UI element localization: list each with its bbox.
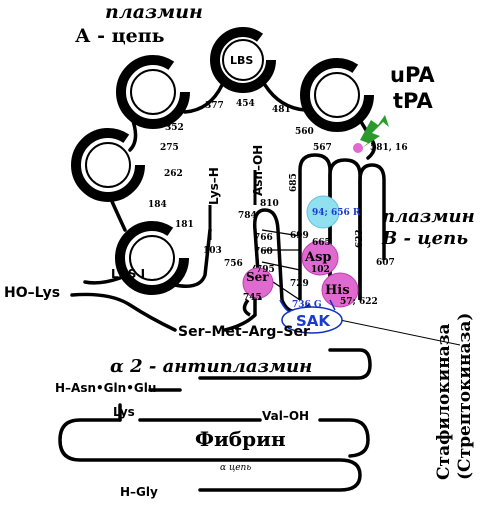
cleavage-site-marker — [353, 143, 363, 153]
asp-residue-label: Asp — [304, 250, 332, 265]
binding-r-label: 94; 656 R — [312, 208, 361, 218]
asp-number-label: 102 — [311, 265, 330, 275]
val-oh-label: Val–OH — [262, 409, 309, 423]
residue-number: 567 — [313, 143, 332, 153]
lbs-top-label: LBS — [230, 54, 253, 67]
residue-number: 560 — [295, 127, 314, 137]
residue-number: 795 — [256, 265, 275, 275]
streptokinase-label: (Стрептокиназа) — [455, 313, 475, 480]
residue-number: 377 — [205, 101, 224, 111]
active-site-residues — [242, 143, 363, 308]
residue-number: 756 — [224, 259, 243, 269]
residue-number: 275 — [160, 143, 179, 153]
h-asn-gln-glu-label: H–Asn•Gln•Glu — [55, 381, 156, 395]
alpha2-antiplasmin-label: α 2 - антиплазмин — [110, 356, 312, 377]
lys-label: Lys — [113, 405, 135, 419]
kringle-4 — [115, 221, 189, 295]
residue-number: 181 — [175, 220, 194, 230]
upa-label: uPA — [390, 63, 435, 87]
residue-number: 810 — [260, 199, 279, 209]
residue-number: 760 — [254, 247, 273, 257]
kringle-2 — [116, 55, 190, 129]
residue-number: 103 — [203, 246, 222, 256]
ho-lys-label: HO–Lys — [4, 285, 60, 301]
residue-number: 454 — [236, 99, 255, 109]
binding-site-r-marker — [306, 195, 340, 229]
cleavage-arrow-icon — [360, 115, 389, 148]
asp-residue-marker — [301, 240, 339, 276]
tpa-label: tPA — [393, 89, 434, 113]
plasmin-b-title: плазмин — [382, 206, 475, 227]
plasmin-a-chain: А - цепь — [75, 25, 165, 47]
lys-h-label: Lys–H — [207, 167, 221, 205]
kringle-lbs — [210, 27, 276, 93]
n-terminal-peptide — [70, 292, 257, 332]
h-gly-label: H–Gly — [120, 485, 158, 499]
residue-number: 766 — [254, 233, 273, 243]
residue-number: 184 — [148, 200, 167, 210]
ser-residue-label: Ser — [246, 270, 269, 284]
residue-number: 623 — [355, 229, 365, 248]
residue-number: 262 — [164, 169, 183, 179]
his-number-label: 57; 622 — [340, 297, 378, 307]
residue-number: 699 — [290, 231, 309, 241]
residue-number: 685 — [289, 173, 299, 192]
kringle-5 — [300, 58, 374, 132]
a-chain-backbone — [83, 83, 376, 288]
staphylokinase-label: Стафилокиназа — [434, 323, 454, 480]
ser-number-label: 745 — [243, 293, 262, 303]
ser-met-arg-ser-label: Ser–Met–Arg–Ser — [178, 324, 310, 340]
residue-number: 784 — [238, 211, 257, 221]
alpha-chain-label: α цепь — [220, 463, 251, 473]
residue-number: 729 — [290, 279, 309, 289]
antiplasmin-fibrin-chain — [58, 348, 372, 492]
asn-oh-label: Asn–OH — [251, 145, 265, 196]
residue-number: 352 — [165, 123, 184, 133]
residue-number: 481 — [272, 105, 291, 115]
fibrin-label: Фибрин — [195, 427, 286, 451]
residue-number: 665 — [312, 238, 331, 248]
binding-g-label: 736 G — [292, 300, 322, 310]
kringle-3 — [71, 128, 145, 202]
his-residue-marker — [321, 272, 359, 308]
residue-number: 581, 16 — [370, 143, 408, 153]
lbs-i-label: LBS I — [111, 267, 145, 281]
his-residue-label: His — [325, 283, 350, 298]
kringle-domains — [71, 27, 374, 295]
sak-oval — [281, 306, 343, 334]
plasmin-a-title: плазмин — [105, 1, 203, 23]
b-chain-loops — [242, 153, 386, 317]
ser-residue-marker — [242, 267, 274, 299]
residue-number: 607 — [376, 258, 395, 268]
sak-label: SAK — [296, 312, 331, 330]
plasmin-b-chain: В - цепь — [381, 228, 468, 249]
